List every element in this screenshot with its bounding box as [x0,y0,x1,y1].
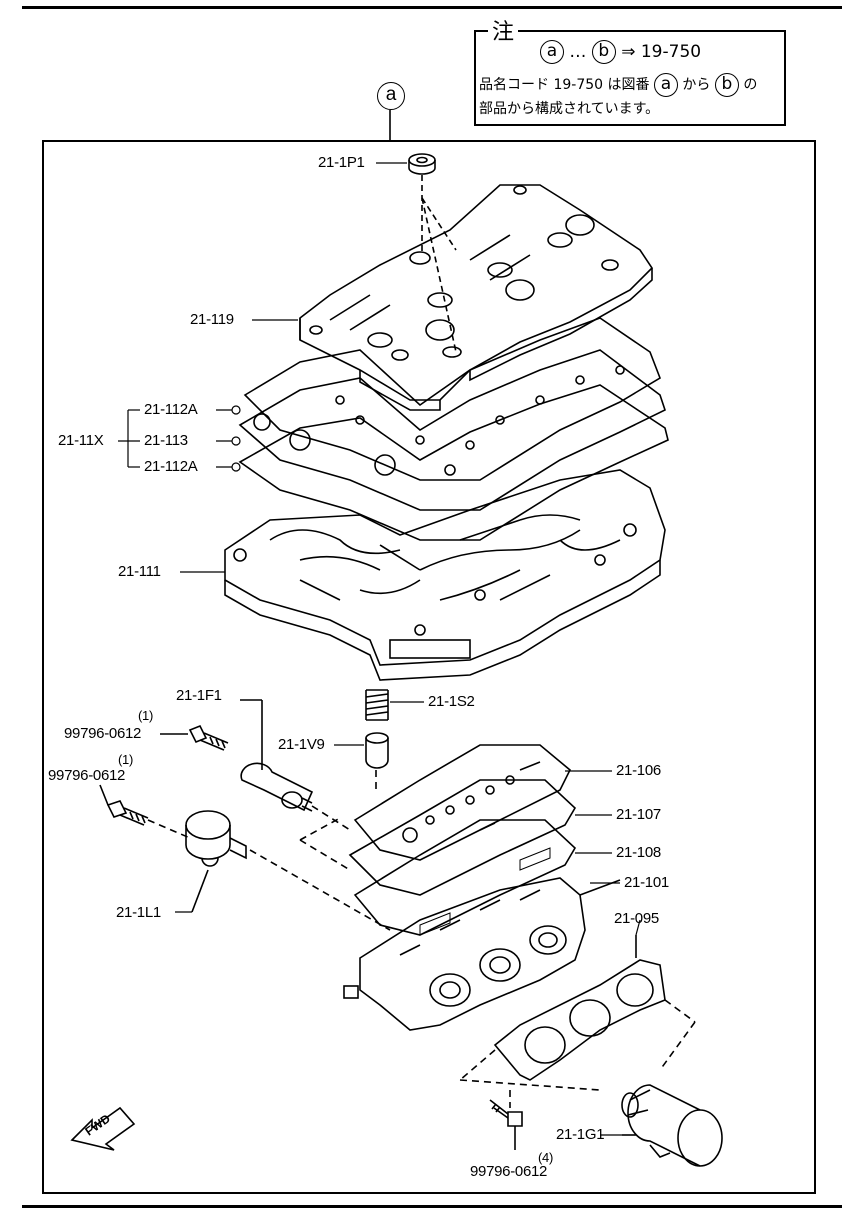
label-21-112A-top: 21-112A [144,401,198,418]
upper-valve-body-21-119 [299,184,654,411]
label-21-119: 21-119 [190,311,234,328]
note-line-3: 部品から構成されています。 [479,101,660,117]
label-21-107: 21-107 [616,806,661,823]
note-reference: ⇒ 19-750 [621,42,702,62]
solenoid-21-1F1 [240,699,314,812]
separator-plate-21-112A-top [243,317,661,481]
spring-21-1S2 [365,689,389,721]
label-bolt2-qty: (1) [118,752,133,767]
label-21-1V9: 21-1V9 [278,736,325,753]
label-bolt2-code: 99796-0612 [48,767,126,784]
bottom-rule [22,1205,842,1208]
note-line-2-pre: 品名コード 19-750 は図番 [479,77,650,93]
note-line-2-mid: から [682,77,711,93]
label-21-108: 21-108 [616,844,661,861]
top-rule [22,6,842,9]
diagram-frame [42,140,816,1194]
label-bolt3-code: 99796-0612 [470,1163,548,1180]
plug-21-1P1 [408,153,457,353]
label-21-095: 21-095 [614,910,659,927]
lower-valve-body-21-101 [343,877,621,1031]
note-ellipsis: … [569,42,587,62]
label-21-1P1: 21-1P1 [318,154,365,171]
gasket-21-095 [493,935,666,1081]
plate-21-106 [353,744,571,861]
note-line-2: 品名コード 19-750 は図番 a から b の [479,73,757,97]
gasket-21-108 [353,819,577,936]
separator-plate-21-113 [238,349,666,511]
bolt-99796-0612-2 [99,784,149,826]
label-bolt3-qty: (4) [538,1150,553,1165]
bolt-99796-0612-3 [489,1099,523,1150]
bolt-99796-0612-1 [160,724,229,751]
note-line-2-post: の [743,77,758,93]
label-21-1S2: 21-1S2 [428,693,475,710]
circled-a-icon: a [540,40,564,64]
solenoid-21-1L1 [185,810,247,913]
circled-b-icon: b [714,73,739,97]
note-line-1: a … b ⇒ 19-750 [540,40,701,64]
label-21-106: 21-106 [616,762,661,779]
note-title: 注 [488,14,519,46]
solenoid-21-1G1 [621,1084,723,1167]
label-21-112A-bottom: 21-112A [144,458,198,475]
label-21-111: 21-111 [118,563,161,580]
gasket-21-107 [348,779,577,896]
label-21-11X: 21-11X [58,432,104,449]
group-marker-a: a [377,82,405,110]
label-21-1F1: 21-1F1 [176,687,222,704]
label-21-113: 21-113 [144,432,188,449]
main-valve-body-21-111 [224,469,666,681]
label-bolt1-qty: (1) [138,708,153,723]
circled-b-icon: b [591,40,616,64]
label-21-1L1: 21-1L1 [116,904,161,921]
circled-a-icon: a [653,73,678,97]
label-21-1G1: 21-1G1 [556,1126,605,1143]
label-21-101: 21-101 [624,874,669,891]
label-bolt1-code: 99796-0612 [64,725,142,742]
separator-plate-21-112A-bottom [238,384,669,541]
valve-21-1V9 [365,732,389,769]
fwd-arrow-icon [70,1106,136,1151]
